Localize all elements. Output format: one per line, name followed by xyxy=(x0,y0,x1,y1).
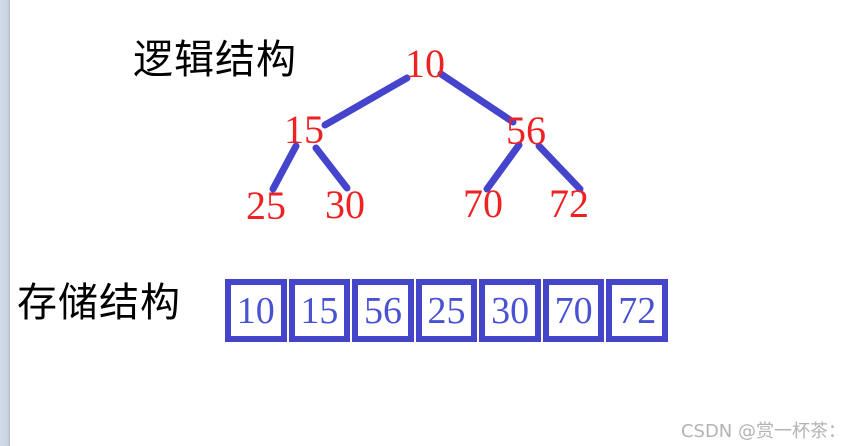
tree-edge-15-30 xyxy=(312,144,351,192)
array-cell-30: 30 xyxy=(479,279,541,342)
storage-structure-title: 存储结构 xyxy=(17,280,181,325)
logical-structure-title: 逻辑结构 xyxy=(133,37,297,82)
tree-node-15: 15 xyxy=(284,107,324,152)
tree-node-56: 56 xyxy=(506,108,546,153)
tree-edge-15-25 xyxy=(269,142,300,193)
tree-node-70: 70 xyxy=(463,181,503,226)
tree-edge-56-72 xyxy=(535,142,584,193)
array-cell-70: 70 xyxy=(542,279,605,342)
array-cell-10: 10 xyxy=(225,279,287,342)
tree-edge-10-56 xyxy=(437,70,517,126)
tree-edge-10-15 xyxy=(321,74,411,129)
tree-node-25: 25 xyxy=(246,183,286,228)
array-cell-25: 25 xyxy=(415,279,478,342)
left-edge-band xyxy=(0,0,10,446)
tree-node-72: 72 xyxy=(549,181,589,226)
array-cell-56: 56 xyxy=(352,279,414,342)
tree-node-30: 30 xyxy=(325,182,365,227)
tree-edge-56-70 xyxy=(483,141,523,193)
array-cell-72: 72 xyxy=(606,279,669,342)
csdn-watermark: CSDN @赏一杯茶： xyxy=(680,421,846,442)
tree-node-10: 10 xyxy=(405,41,445,86)
array-cell-15: 15 xyxy=(288,279,351,342)
